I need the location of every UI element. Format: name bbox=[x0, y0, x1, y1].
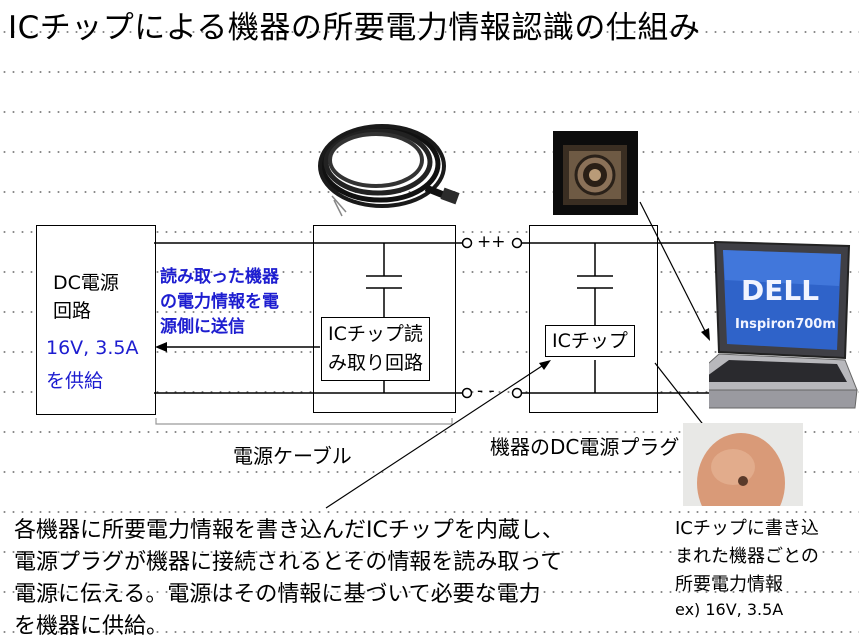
description-line2: 電源プラグが機器に接続されるとその情報を読み取って bbox=[14, 550, 563, 575]
device-plug-label: 機器のDC電源プラグ bbox=[490, 435, 680, 459]
ic-reader-circuit-box: ICチップ読 み取り回路 bbox=[321, 317, 431, 381]
device-plug-box bbox=[529, 225, 658, 413]
feedback-annotation-line1: 読み取った機器 bbox=[160, 267, 279, 287]
description-line4: を機器に供給。 bbox=[14, 614, 169, 639]
chip-note-line2: まれた機器ごとの bbox=[675, 546, 819, 567]
plug-socket-icon bbox=[563, 145, 627, 205]
dc-box-label-line2: 回路 bbox=[53, 300, 92, 322]
fingertip-chip-image bbox=[683, 423, 803, 506]
ic-chip-label: ICチップ bbox=[552, 330, 628, 352]
laptop-image: DELL Inspiron700m bbox=[709, 240, 858, 409]
page-title: ICチップによる機器の所要電力情報認識の仕組み bbox=[8, 10, 701, 46]
power-cable-image bbox=[318, 124, 460, 217]
feedback-annotation-line2: の電力情報を電 bbox=[160, 292, 279, 312]
chip-note-line1: ICチップに書き込 bbox=[675, 518, 819, 539]
laptop-model: Inspiron700m bbox=[735, 317, 836, 332]
feedback-annotation-line3: 源側に送信 bbox=[160, 317, 245, 337]
fingertip-icon bbox=[697, 433, 785, 506]
minus-terminal-label: - - bbox=[477, 381, 495, 401]
power-cable-label: 電源ケーブル bbox=[233, 444, 352, 468]
description-line3: 電源に伝える。電源はその情報に基づいて必要な電力 bbox=[14, 582, 541, 607]
laptop-brand: DELL bbox=[741, 274, 819, 307]
chip-note-line3: 所要電力情報 bbox=[675, 574, 783, 595]
dc-box-label-line1: DC電源 bbox=[53, 272, 119, 294]
ic-reader-line1: ICチップ読 bbox=[328, 323, 423, 345]
chip-note-line4: ex) 16V, 3.5A bbox=[675, 600, 784, 619]
dc-box-spec-line2: を供給 bbox=[46, 370, 104, 392]
dc-plug-socket-image bbox=[553, 131, 638, 215]
plus-terminal-label: ++ bbox=[477, 232, 506, 252]
ic-reader-line2: み取り回路 bbox=[328, 352, 424, 374]
description-line1: 各機器に所要電力情報を書き込んだICチップを内蔵し、 bbox=[14, 518, 564, 543]
dc-box-spec-line1: 16V, 3.5A bbox=[46, 337, 139, 359]
ic-chip-box: ICチップ bbox=[545, 325, 635, 357]
dc-power-circuit-box bbox=[36, 225, 156, 415]
